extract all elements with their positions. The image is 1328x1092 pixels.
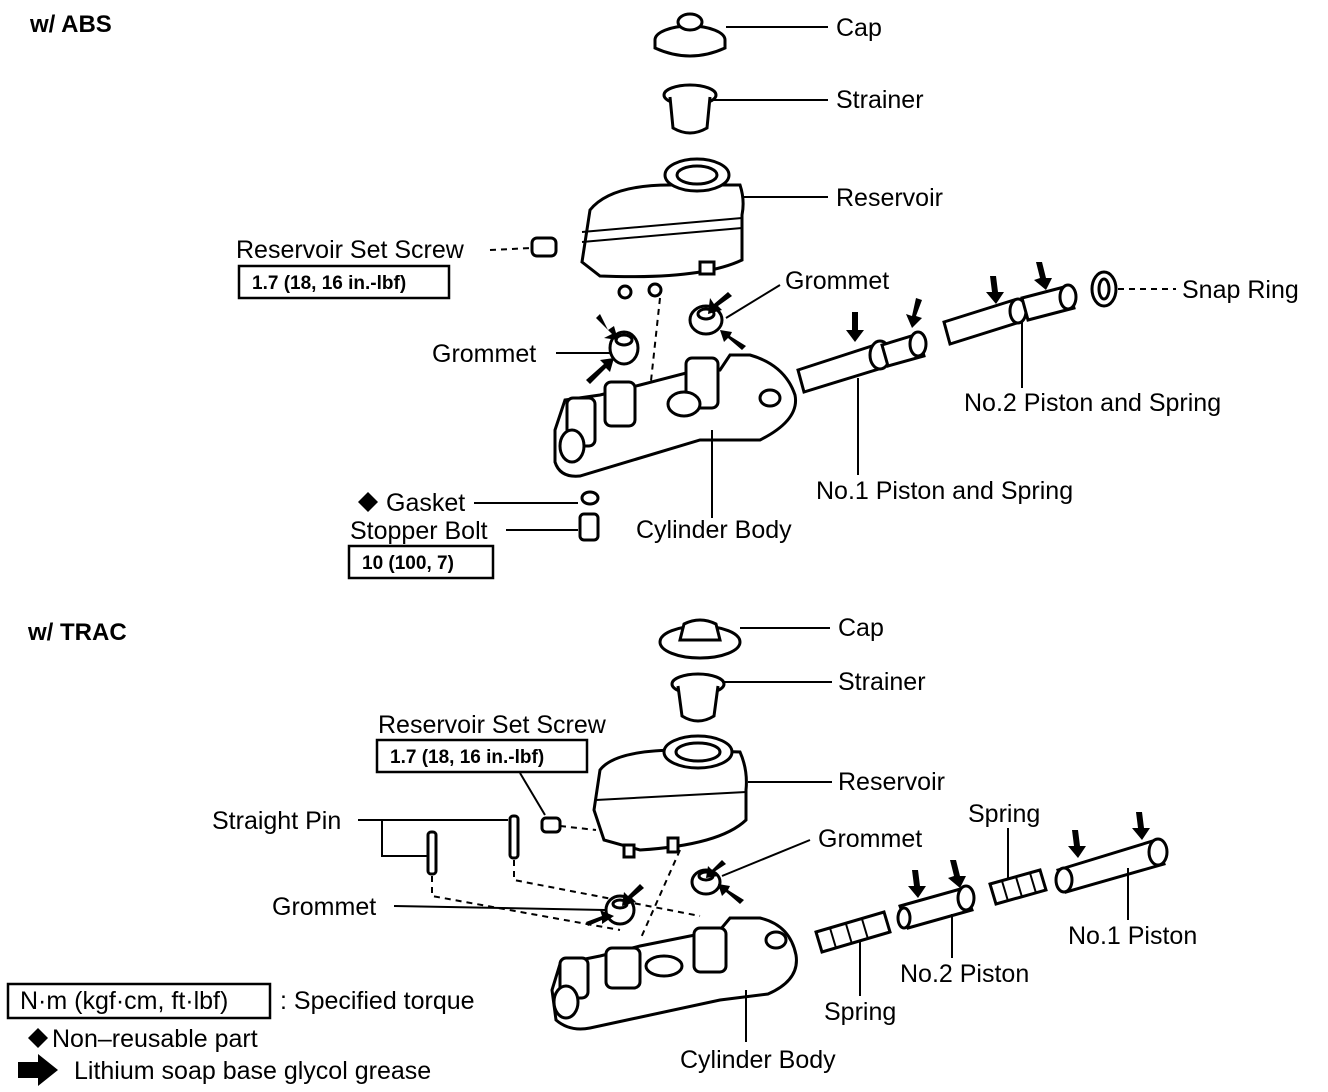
abs-grease-arrows-no2 <box>986 262 1052 304</box>
trac-grease-arrows-grommet-right <box>706 860 744 904</box>
trac-straight-pin-part <box>426 814 520 876</box>
abs-cap-label: Cap <box>836 14 882 42</box>
abs-cylinder-body-part <box>553 353 798 478</box>
abs-strainer-part <box>662 83 718 135</box>
trac-spring-upper-part <box>988 868 1048 906</box>
abs-set-screw-torque: 1.7 (18, 16 in.-lbf) <box>252 273 406 294</box>
non-reusable-diamond-icon <box>28 1028 48 1048</box>
abs-snap-ring-label: Snap Ring <box>1182 276 1299 304</box>
grease-arrow-icon <box>18 1054 58 1086</box>
abs-no1-piston-spring-part <box>796 330 928 394</box>
trac-spring-upper-label: Spring <box>968 800 1040 828</box>
trac-heading: w/ TRAC <box>27 619 127 646</box>
trac-grommet-right-label: Grommet <box>818 825 922 853</box>
abs-snap-ring-part <box>1090 270 1118 308</box>
trac-cap-part <box>658 618 742 660</box>
legend-torque-desc: : Specified torque <box>280 987 475 1015</box>
trac-reservoir-label: Reservoir <box>838 768 945 796</box>
trac-set-screw-torque-box <box>375 738 589 774</box>
abs-gasket-label: Gasket <box>386 489 465 517</box>
trac-set-screw-torque: 1.7 (18, 16 in.-lbf) <box>390 747 544 768</box>
abs-grommet-left-label: Grommet <box>432 340 536 368</box>
abs-stopper-bolt-torque-box <box>347 544 495 580</box>
trac-cap-label: Cap <box>838 614 884 642</box>
legend-grease: Lithium soap base glycol grease <box>74 1057 431 1085</box>
trac-grease-arrows-no2 <box>908 860 966 898</box>
legend-non-reusable: Non–reusable part <box>52 1025 258 1053</box>
abs-no1-piston-spring-label: No.1 Piston and Spring <box>816 477 1073 505</box>
abs-gasket-part <box>580 490 600 506</box>
abs-set-screw-part <box>530 236 558 258</box>
abs-strainer-label: Strainer <box>836 86 924 114</box>
trac-grease-arrows-no1 <box>1068 812 1150 858</box>
abs-stopper-bolt-label: Stopper Bolt <box>350 517 488 545</box>
trac-spring-lower-label: Spring <box>824 998 896 1026</box>
abs-heading: w/ ABS <box>29 11 112 38</box>
abs-grease-arrows-grommet-right <box>708 292 746 350</box>
trac-grommet-right-part <box>690 868 722 896</box>
abs-grease-arrows-no1 <box>846 298 922 342</box>
legend-torque-box <box>6 982 272 1020</box>
trac-no2-piston-part <box>896 884 976 930</box>
abs-cylinder-body-label: Cylinder Body <box>636 516 792 544</box>
legend-torque-units: N·m (kgf·cm, ft·lbf) <box>20 987 228 1015</box>
trac-spring-lower-part <box>814 910 892 954</box>
abs-grease-arrows-grommet-left <box>586 314 618 384</box>
trac-no1-piston-label: No.1 Piston <box>1068 922 1197 950</box>
abs-grommet-left-part <box>608 330 640 366</box>
trac-cylinder-body-label: Cylinder Body <box>680 1046 836 1074</box>
trac-no1-piston-part <box>1054 837 1169 894</box>
trac-grease-arrows-grommet-left <box>586 884 644 926</box>
abs-stopper-bolt-part <box>578 512 600 542</box>
abs-reservoir-label: Reservoir <box>836 184 943 212</box>
abs-no2-piston-spring-part <box>942 283 1078 346</box>
trac-grommet-left-label: Grommet <box>272 893 376 921</box>
trac-no2-piston-label: No.2 Piston <box>900 960 1029 988</box>
trac-cylinder-body-part <box>550 916 798 1031</box>
abs-set-screw-torque-box <box>237 264 451 300</box>
trac-set-screw-label: Reservoir Set Screw <box>378 711 607 739</box>
abs-reservoir-part <box>580 157 745 300</box>
trac-strainer-label: Strainer <box>838 668 926 696</box>
trac-reservoir-part <box>592 734 748 859</box>
abs-cap-part <box>653 12 727 58</box>
abs-stopper-bolt-torque: 10 (100, 7) <box>362 553 454 574</box>
abs-grommet-right-label: Grommet <box>785 267 889 295</box>
abs-non-reusable-diamond-icon <box>358 492 378 512</box>
trac-straight-pin-label: Straight Pin <box>212 807 341 835</box>
abs-grommet-right-part <box>688 304 724 336</box>
trac-set-screw-part <box>540 816 562 834</box>
trac-strainer-part <box>670 672 726 723</box>
abs-no2-piston-spring-label: No.2 Piston and Spring <box>964 389 1221 417</box>
abs-set-screw-label: Reservoir Set Screw <box>236 236 465 264</box>
